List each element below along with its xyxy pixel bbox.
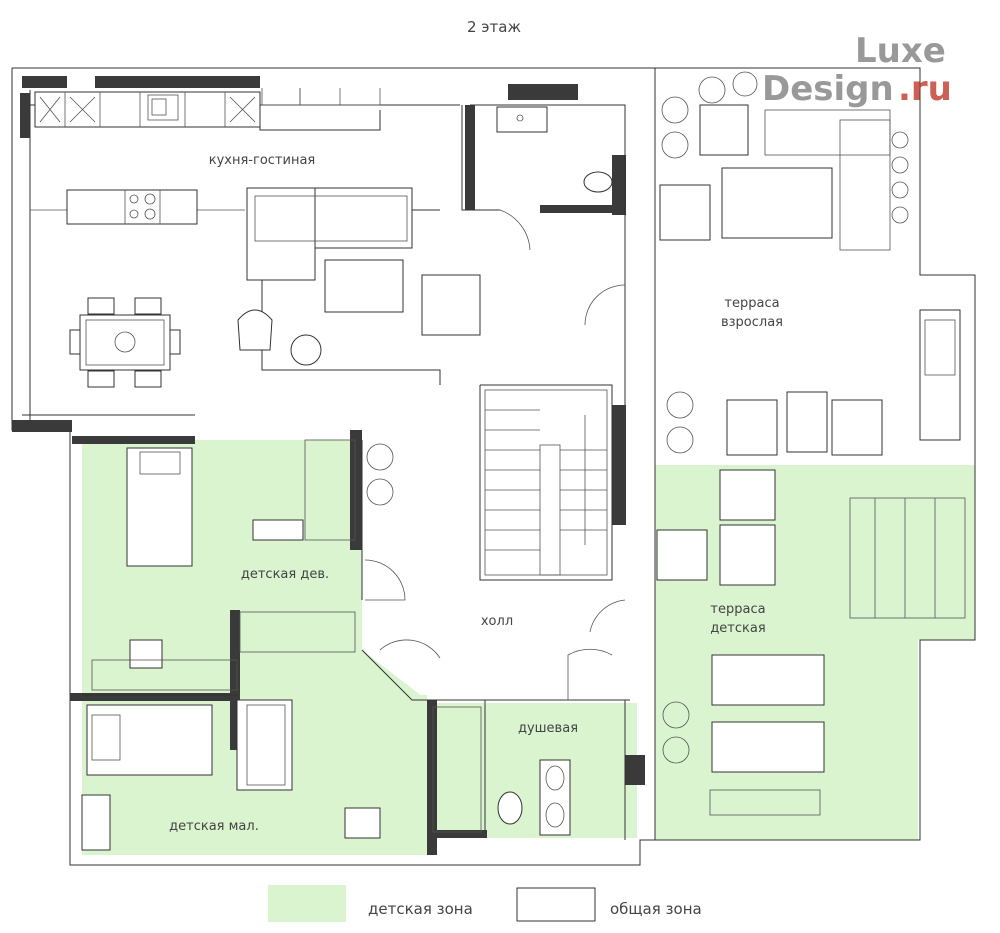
adult-terrace-furniture bbox=[659, 104, 961, 456]
label-terrace-adult-2: взрослая bbox=[721, 315, 783, 330]
staircase bbox=[484, 389, 608, 576]
label-girls-room: детская дев. bbox=[241, 567, 329, 582]
living-sofa bbox=[237, 187, 481, 366]
label-terrace-adult-1: терраса bbox=[724, 296, 779, 311]
floor-title: 2 этаж bbox=[467, 18, 521, 36]
watermark-ru: .ru bbox=[898, 69, 952, 109]
legend-kids-swatch bbox=[268, 885, 346, 922]
girls-room-furniture bbox=[91, 439, 356, 691]
outer-walls bbox=[11, 67, 976, 866]
kitchen-island bbox=[30, 189, 245, 225]
dining-table bbox=[69, 297, 181, 388]
watermark-design: Design bbox=[762, 69, 894, 109]
shower-furniture bbox=[432, 706, 571, 836]
label-shower: душевая bbox=[518, 721, 578, 736]
kitchen-counter bbox=[34, 88, 381, 128]
label-terrace-kids-1: терраса bbox=[710, 602, 765, 617]
legend-common-label: общая зона bbox=[610, 900, 702, 918]
door-swings bbox=[364, 284, 626, 700]
legend-kids-label: детская зона bbox=[368, 900, 473, 918]
label-terrace-kids-2: детская bbox=[710, 621, 765, 636]
label-hall: холл bbox=[481, 614, 513, 629]
label-kitchen-living: кухня-гостиная bbox=[209, 153, 316, 168]
plant-icons bbox=[366, 71, 909, 764]
kids-zone-fill bbox=[82, 440, 975, 855]
watermark-luxe: Luxe bbox=[855, 31, 946, 71]
boys-room-furniture bbox=[81, 611, 381, 851]
label-boys-room: детская мал. bbox=[169, 819, 259, 834]
kids-terrace-furniture bbox=[656, 469, 966, 816]
legend: детская зона общая зона bbox=[268, 885, 702, 922]
legend-common-swatch bbox=[516, 887, 596, 922]
bathroom-top bbox=[496, 106, 613, 251]
